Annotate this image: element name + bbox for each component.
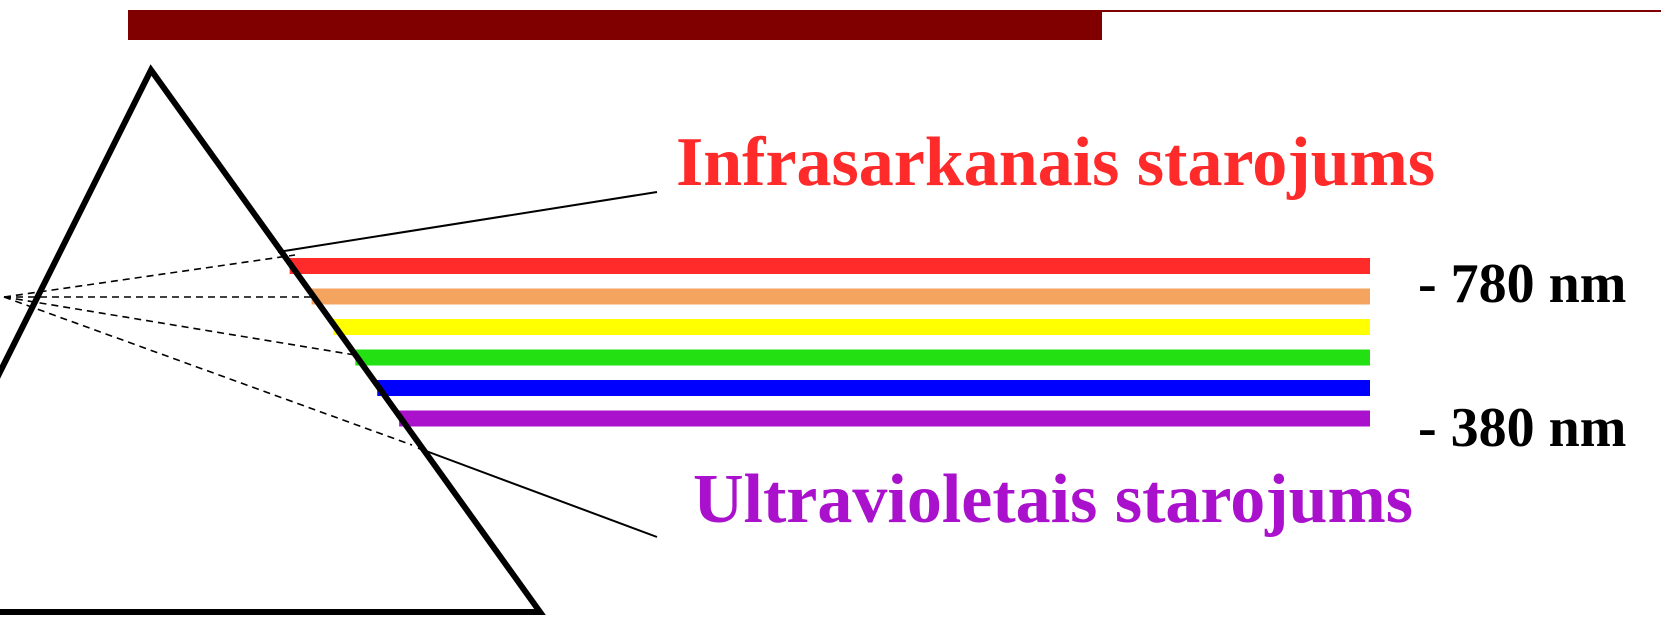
dashed-ray bbox=[4, 297, 355, 355]
wavelength-380-label: - 380 nm bbox=[1418, 400, 1626, 456]
title-accent-bar bbox=[128, 10, 1102, 40]
spectrum-band-red bbox=[290, 258, 1370, 274]
spectrum-band-yellow bbox=[333, 319, 1370, 335]
infrared-label: Infrasarkanais starojums bbox=[676, 128, 1435, 198]
spectrum-band-blue bbox=[377, 380, 1370, 396]
ultraviolet-label: Ultravioletais starojums bbox=[693, 465, 1413, 535]
wavelength-780-label: - 780 nm bbox=[1418, 256, 1626, 312]
spectrum-bands bbox=[290, 258, 1370, 427]
infrared-leader-line bbox=[278, 192, 657, 252]
spectrum-band-violet bbox=[399, 411, 1370, 427]
spectrum-band-orange bbox=[312, 289, 1370, 305]
spectrum-band-green bbox=[355, 350, 1370, 366]
